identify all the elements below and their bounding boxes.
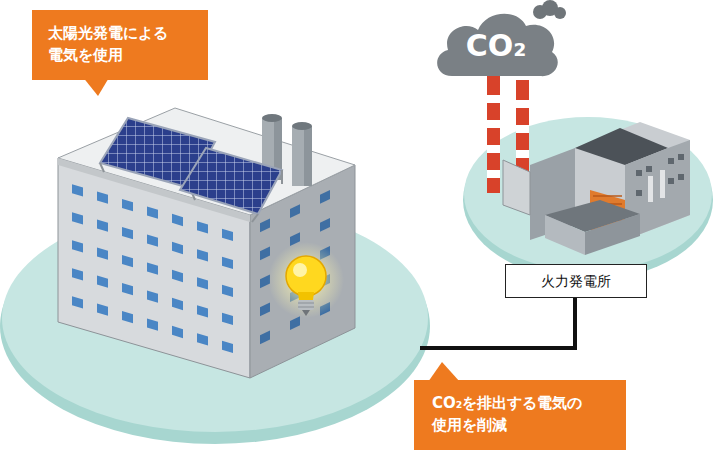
window bbox=[122, 227, 133, 239]
window bbox=[147, 262, 158, 274]
window bbox=[290, 316, 300, 330]
window bbox=[147, 318, 158, 330]
callout-box: 太陽光発電による 電気を使用 bbox=[32, 10, 208, 80]
window bbox=[97, 304, 108, 316]
window bbox=[172, 298, 183, 310]
windows bbox=[72, 184, 233, 353]
node-text: 火力発電所 bbox=[514, 271, 638, 291]
window bbox=[320, 190, 330, 204]
window bbox=[72, 296, 83, 308]
window bbox=[197, 249, 208, 261]
window bbox=[72, 268, 83, 280]
window bbox=[222, 229, 233, 241]
window bbox=[172, 214, 183, 226]
window bbox=[260, 302, 270, 316]
window bbox=[222, 257, 233, 269]
plant-label: 火力発電所 bbox=[505, 264, 647, 298]
window bbox=[147, 234, 158, 246]
co2-cloud: CO₂ bbox=[430, 6, 562, 86]
window bbox=[72, 212, 83, 224]
window bbox=[172, 242, 183, 254]
window bbox=[222, 313, 233, 325]
callout-tail bbox=[428, 362, 460, 382]
window bbox=[97, 248, 108, 260]
window bbox=[260, 218, 270, 232]
cloud-fill bbox=[437, 14, 558, 76]
power-wire bbox=[420, 297, 575, 348]
window bbox=[97, 192, 108, 204]
window bbox=[197, 277, 208, 289]
window bbox=[260, 246, 270, 260]
window bbox=[122, 255, 133, 267]
window bbox=[72, 184, 83, 196]
window bbox=[97, 220, 108, 232]
power-plant bbox=[487, 75, 690, 255]
window bbox=[172, 270, 183, 282]
window bbox=[72, 240, 83, 252]
solar-panel bbox=[100, 118, 282, 222]
window bbox=[122, 199, 133, 211]
window bbox=[260, 330, 270, 344]
light-bulb bbox=[268, 242, 344, 318]
window bbox=[197, 221, 208, 233]
window bbox=[147, 206, 158, 218]
co2-text: CO₂ bbox=[466, 24, 527, 68]
ground-right bbox=[463, 117, 713, 280]
window bbox=[122, 311, 133, 323]
node-text: CO₂を排出する電気の 使用を削減 bbox=[432, 393, 608, 437]
window bbox=[147, 290, 158, 302]
factory bbox=[58, 108, 355, 378]
window bbox=[222, 341, 233, 353]
window bbox=[97, 276, 108, 288]
node-text: 太陽光発電による 電気を使用 bbox=[48, 23, 192, 67]
window bbox=[172, 326, 183, 338]
window bbox=[320, 218, 330, 232]
window bbox=[197, 305, 208, 317]
callout-box: CO₂を排出する電気の 使用を削減 bbox=[414, 380, 626, 450]
window bbox=[122, 283, 133, 295]
smoke bbox=[533, 0, 566, 19]
window bbox=[197, 333, 208, 345]
window bbox=[290, 204, 300, 218]
window bbox=[222, 285, 233, 297]
